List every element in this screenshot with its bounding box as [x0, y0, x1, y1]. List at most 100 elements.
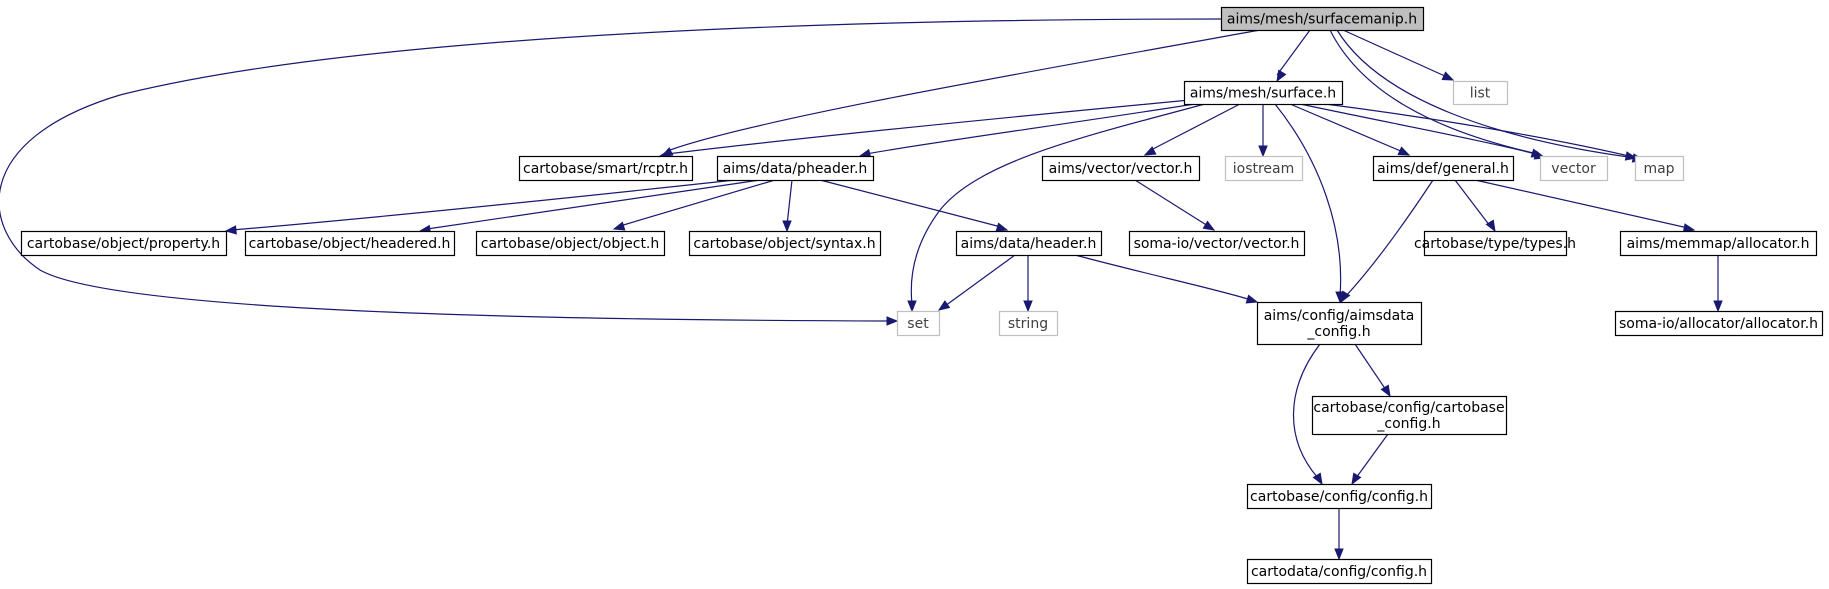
node-cartobase_config[interactable]: cartobase/config/cartobase_config.h: [1311, 395, 1508, 436]
arrowhead-icon: [1202, 220, 1216, 231]
node-box: [475, 230, 666, 257]
edge-line: [1276, 29, 1311, 76]
edge-line: [1354, 343, 1387, 391]
node-general[interactable]: aims/def/general.h: [1372, 155, 1515, 182]
node-surface[interactable]: aims/mesh/surface.h: [1183, 80, 1344, 106]
arrowhead-icon: [782, 220, 792, 233]
edge-surface-to-set: [907, 103, 1206, 313]
edge-cartobase_config-to-config: [1351, 433, 1389, 486]
node-box: [688, 230, 882, 257]
edge-surfacemanip-to-rcptr: [660, 29, 1261, 157]
node-somaallocator[interactable]: soma-io/allocator/allocator.h: [1614, 310, 1824, 337]
node-box: [1246, 558, 1433, 585]
arrowhead-icon: [1312, 472, 1323, 486]
arrowhead-icon: [1713, 300, 1723, 313]
node-allocator[interactable]: aims/memmap/allocator.h: [1619, 230, 1818, 257]
edge-line: [1289, 103, 1404, 153]
arrowhead-icon: [995, 222, 1009, 232]
node-surfacemanip[interactable]: aims/mesh/surfacemanip.h: [1220, 6, 1425, 32]
node-box: [1452, 80, 1509, 106]
edge-line: [1299, 103, 1537, 155]
edge-general-to-types: [1454, 179, 1496, 233]
node-label: aims/memmap/allocator.h: [1627, 236, 1810, 252]
arrowhead-icon: [1380, 384, 1391, 398]
node-somavector[interactable]: soma-io/vector/vector.h: [1128, 230, 1306, 257]
edge-line: [1474, 179, 1689, 229]
node-box: [1256, 301, 1423, 346]
node-aimsdata_config[interactable]: aims/config/aimsdata_config.h: [1256, 301, 1423, 346]
edge-line: [1454, 179, 1491, 227]
arrowhead-icon: [612, 221, 626, 231]
node-box: [1423, 230, 1568, 257]
edge-surface-to-vector: [1299, 103, 1544, 158]
node-set: set: [896, 310, 941, 337]
node-header[interactable]: aims/data/header.h: [955, 230, 1103, 257]
arrowhead-icon: [1334, 548, 1344, 561]
edge-line: [231, 179, 736, 231]
node-box: [955, 230, 1103, 257]
node-box: [1634, 155, 1685, 182]
edge-line: [1355, 433, 1389, 479]
arrowhead-icon: [1340, 290, 1351, 304]
edge-surfacemanip-to-set: [0, 18, 1222, 326]
node-config[interactable]: cartobase/config/config.h: [1246, 483, 1433, 510]
edge-line: [1150, 103, 1241, 151]
edge-config-to-cartodata_config: [1334, 508, 1344, 561]
node-label: iostream: [1233, 161, 1295, 177]
edge-line: [619, 179, 776, 227]
node-syntax[interactable]: cartobase/object/syntax.h: [688, 230, 882, 257]
edge-line: [786, 179, 793, 226]
arrowhead-icon: [1530, 148, 1544, 158]
node-label: list: [1470, 86, 1491, 102]
edge-line: [1329, 29, 1539, 155]
edge-pheader-to-property: [224, 179, 736, 235]
arrowhead-icon: [1023, 300, 1033, 313]
node-box: [716, 155, 875, 182]
node-label: aims/vector/vector.h: [1049, 161, 1193, 177]
node-headered[interactable]: cartobase/object/headered.h: [244, 230, 456, 257]
edge-header-to-string: [1023, 255, 1033, 313]
node-box: [1372, 155, 1515, 182]
node-object[interactable]: cartobase/object/object.h: [475, 230, 666, 257]
node-rcptr[interactable]: cartobase/smart/rcptr.h: [518, 155, 694, 182]
node-box: [1619, 230, 1818, 257]
edge-aimsdata_config-to-config: [1292, 343, 1323, 486]
edge-line: [1344, 179, 1434, 298]
edge-line: [1292, 343, 1321, 479]
arrowhead-icon: [1624, 151, 1638, 161]
node-label: aims/mesh/surface.h: [1190, 86, 1336, 102]
node-map: map: [1634, 155, 1685, 182]
node-iostream: iostream: [1224, 155, 1304, 182]
edge-surface-to-pheader: [858, 103, 1196, 159]
edge-surface-to-aimsdata_config: [1274, 103, 1345, 304]
edge-pheader-to-syntax: [782, 179, 793, 233]
node-vector: vector: [1539, 155, 1609, 182]
arrowhead-icon: [886, 316, 899, 326]
node-vectorh[interactable]: aims/vector/vector.h: [1041, 155, 1201, 182]
node-box: [1614, 310, 1824, 337]
node-box: [1041, 155, 1201, 182]
node-pheader[interactable]: aims/data/pheader.h: [716, 155, 875, 182]
edge-header-to-set: [937, 254, 1016, 311]
node-box: [1311, 395, 1508, 436]
edge-line: [1324, 103, 1630, 157]
edge-line: [1336, 29, 1637, 159]
edge-surfacemanip-to-surface: [1276, 29, 1311, 83]
node-box: [998, 310, 1059, 337]
node-label: soma-io/vector/vector.h: [1134, 236, 1300, 252]
edge-line: [910, 103, 1206, 305]
edge-general-to-allocator: [1474, 179, 1696, 233]
node-property[interactable]: cartobase/object/property.h: [20, 230, 228, 257]
node-cartodata_config[interactable]: cartodata/config/config.h: [1246, 558, 1433, 585]
edge-surface-to-iostream: [1258, 104, 1268, 158]
edge-line: [426, 179, 761, 230]
arrowhead-icon: [937, 300, 951, 311]
node-label: cartobase/object/property.h: [27, 236, 220, 252]
node-types[interactable]: cartobase/type/types.h: [1414, 230, 1576, 257]
arrowhead-icon: [1485, 219, 1496, 233]
node-label: cartobase/type/types.h: [1414, 236, 1576, 252]
edge-line: [819, 179, 1002, 228]
node-box: [20, 230, 228, 257]
node-box: [1224, 155, 1304, 182]
